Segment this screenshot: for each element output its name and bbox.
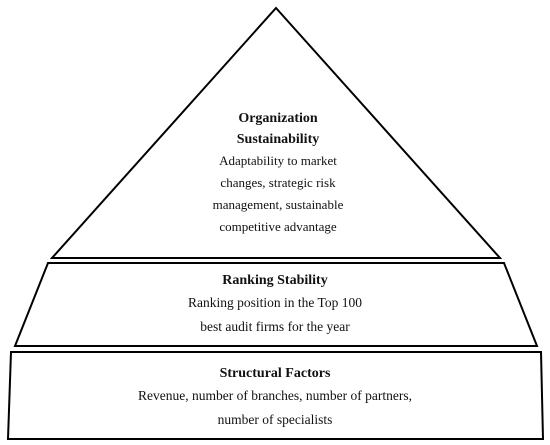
tier-bottom-shape <box>6 351 545 440</box>
tier-top-title-line2: Sustainability <box>236 132 320 147</box>
tier-top-desc-line2: changes, strategic risk <box>220 175 336 190</box>
tier-top-desc-line1: Adaptability to market <box>219 153 337 168</box>
tier-middle-shape <box>13 262 539 347</box>
tier-top-shape <box>49 6 503 259</box>
tier-middle-desc-line2: best audit firms for the year <box>200 319 350 334</box>
tier-bottom-desc-line2: number of specialists <box>217 412 333 427</box>
tier-bottom-title: Structural Factors <box>219 366 331 381</box>
tier-middle-text: Ranking Stability Ranking position in th… <box>150 270 400 339</box>
tier-bottom-text: Structural Factors Revenue, number of br… <box>70 363 480 432</box>
tier-top-title-line1: Organization <box>238 111 318 126</box>
tier-top-text: Organization Sustainability Adaptability… <box>195 108 361 238</box>
tier-top-desc-line4: competitive advantage <box>219 219 337 234</box>
tier-middle-title: Ranking Stability <box>222 273 328 288</box>
tier-top-desc-line3: management, sustainable <box>212 197 344 212</box>
tier-bottom-desc-line1: Revenue, number of branches, number of p… <box>137 388 413 403</box>
tier-middle-desc-line1: Ranking position in the Top 100 <box>188 295 362 310</box>
